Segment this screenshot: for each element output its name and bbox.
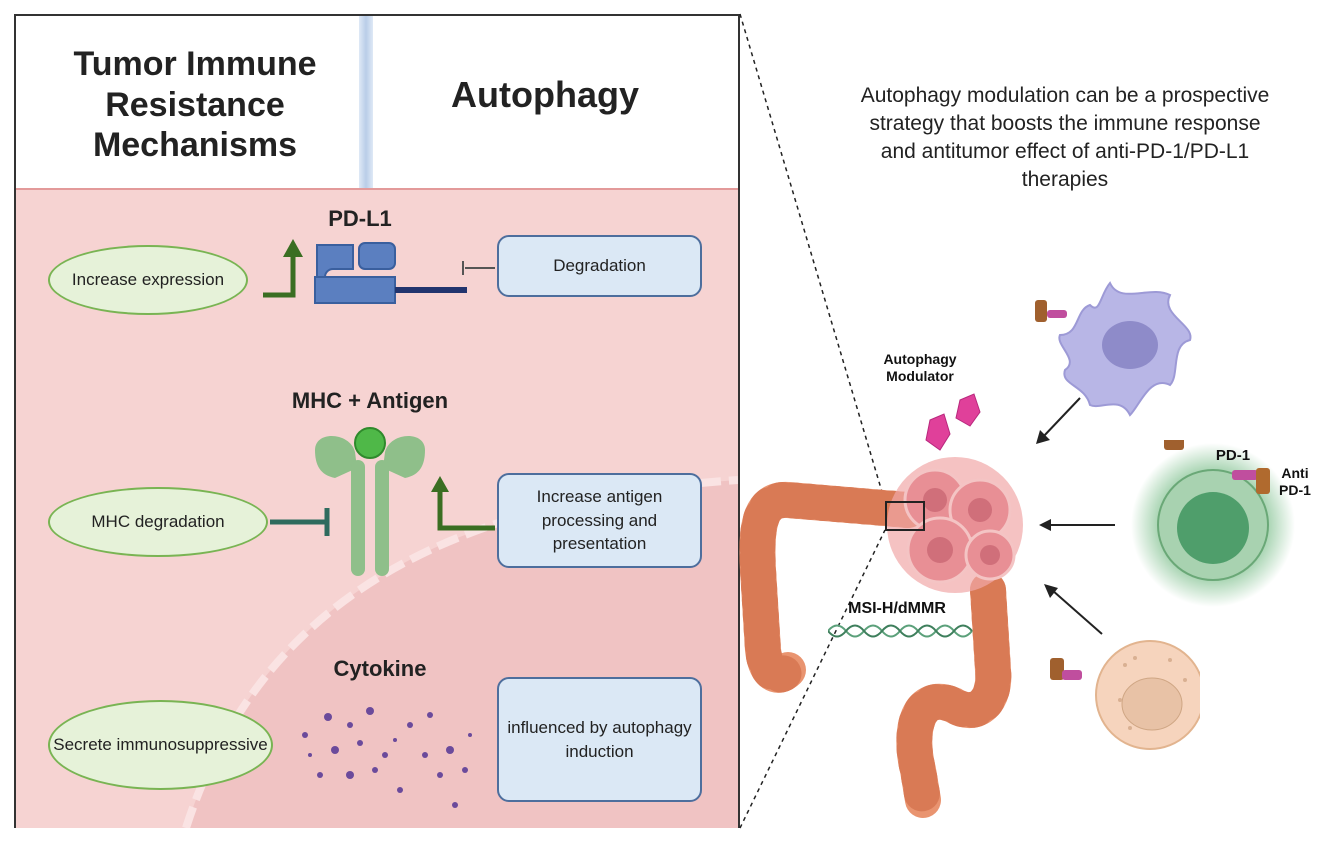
- modulator-molecule-icon: [925, 393, 981, 451]
- colon-illustration: [739, 482, 1012, 818]
- mhc-diagram: [270, 427, 495, 576]
- degradation-box: Degradation: [497, 235, 702, 297]
- arrow-icon: [1039, 519, 1115, 531]
- pdl1-label: PD-L1: [328, 206, 392, 231]
- autophagy-modulator-label: Autophagy Modulator: [883, 351, 957, 384]
- dendritic-cell-icon: [1035, 281, 1192, 417]
- pdl1-diagram: [263, 239, 495, 304]
- t-cell-icon: [1131, 440, 1295, 607]
- mhc-degradation-oval: MHC degradation: [48, 487, 268, 557]
- autophagy-induction-box: influenced by autophagy induction: [497, 677, 702, 802]
- pd1-label: PD-1: [1215, 447, 1251, 464]
- mhc-antigen-label: MHC + Antigen: [291, 388, 449, 413]
- cytokine-particles-icon: [302, 707, 472, 808]
- arrow-icon: [1044, 584, 1103, 635]
- anti-pd1-label: Anti PD-1: [1279, 465, 1311, 498]
- tumor-cell-icon: [1050, 640, 1200, 750]
- dna-helix-icon: [828, 624, 973, 638]
- increase-expression-oval: Increase expression: [48, 245, 248, 315]
- cytokine-label: Cytokine: [333, 656, 427, 681]
- increase-arrow-icon: [263, 253, 296, 298]
- tumor-icon: [885, 457, 1023, 593]
- dna-label: MSI-H/dMMR: [848, 600, 946, 617]
- up-arrowhead-icon: [283, 239, 303, 257]
- increase-arrow-icon: [437, 488, 495, 531]
- mhc-molecule-icon: [315, 427, 425, 576]
- right-header-title: Autophagy: [451, 74, 639, 115]
- antigen-processing-box: Increase antigen processing and presenta…: [497, 473, 702, 568]
- arrow-icon: [1036, 397, 1081, 444]
- left-header-title: Tumor Immune Resistance Mechanisms: [73, 44, 317, 165]
- pdl1-molecule-icon: [314, 242, 467, 304]
- antigen-icon: [354, 427, 386, 459]
- header-divider: [359, 16, 373, 188]
- secrete-immunosuppressive-oval: Secrete immunosuppressive: [48, 700, 273, 790]
- strategy-note: Autophagy modulation can be a prospectiv…: [860, 84, 1270, 191]
